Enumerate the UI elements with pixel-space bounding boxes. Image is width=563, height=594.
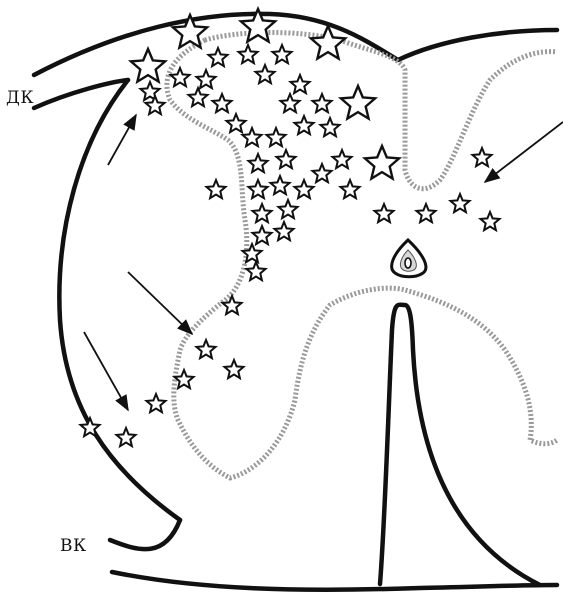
star-icon <box>295 116 314 134</box>
dorsal-surface <box>34 14 557 75</box>
star-icon <box>313 164 332 182</box>
star-icon <box>189 88 208 106</box>
star-icon <box>197 70 216 88</box>
star-icon <box>207 180 226 198</box>
star-icon <box>253 204 272 222</box>
arrow-icon <box>84 332 128 410</box>
star-icon <box>147 394 166 412</box>
star-icon <box>281 94 300 112</box>
star-icon <box>291 75 310 93</box>
star-icon <box>209 48 228 66</box>
star-icon <box>249 180 268 198</box>
star-icon <box>146 96 165 114</box>
star-icon <box>249 154 268 172</box>
arrows <box>84 115 563 410</box>
star-icon <box>253 226 272 244</box>
central-canal-icon <box>392 240 426 277</box>
star-icon <box>341 180 360 198</box>
ventral-root-lip <box>110 520 180 549</box>
arrow-icon <box>128 272 192 334</box>
dorsal-root-label: ДК <box>6 88 34 108</box>
star-icon <box>375 204 394 222</box>
star-icon <box>171 68 190 86</box>
ventral-surface <box>112 572 557 590</box>
star-icon <box>333 150 352 168</box>
star-icon <box>313 94 332 112</box>
star-icon <box>117 428 136 446</box>
star-icon <box>239 45 258 63</box>
star-icon <box>277 150 296 168</box>
ventral-root-label: ВК <box>60 536 87 556</box>
star-icon <box>275 222 294 240</box>
star-icon <box>267 128 286 146</box>
dorsal-root-lip <box>34 80 128 108</box>
star-icon <box>141 82 160 100</box>
star-icon <box>417 204 436 222</box>
arrow-icon <box>108 115 136 165</box>
star-icon <box>365 146 399 179</box>
arrow-icon <box>485 122 563 182</box>
star-icon <box>197 340 216 358</box>
star-icon <box>213 94 232 112</box>
star-icon <box>451 194 470 212</box>
star-icon <box>473 148 492 166</box>
star-icon <box>481 212 500 230</box>
star-icon <box>131 49 165 82</box>
star-icon <box>273 45 292 63</box>
star-icon <box>243 244 262 262</box>
star-icon <box>271 176 290 194</box>
lateral-surface <box>59 80 180 520</box>
star-icon <box>341 86 375 119</box>
anterior-median-fissure <box>380 305 540 585</box>
star-icon <box>227 114 246 132</box>
star-icon <box>279 200 298 218</box>
star-icon <box>321 118 340 136</box>
star-icon <box>256 65 275 83</box>
star-icon <box>247 262 266 280</box>
star-icon <box>295 180 314 198</box>
star-icon <box>243 128 262 146</box>
star-icon <box>225 360 244 378</box>
star-markers <box>81 9 500 446</box>
